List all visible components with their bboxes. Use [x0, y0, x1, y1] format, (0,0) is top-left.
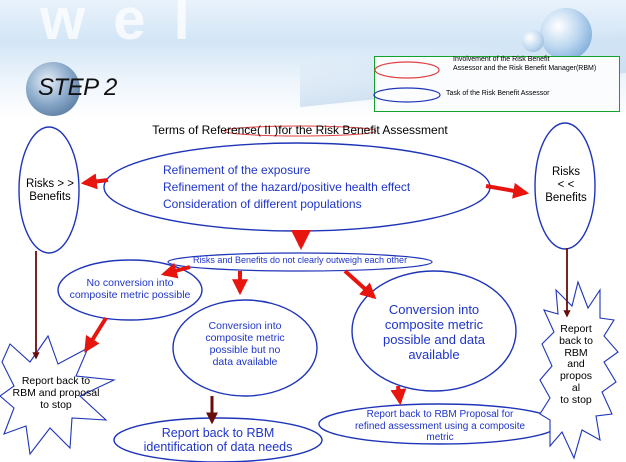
arrow-to-stop-left: [84, 316, 108, 353]
stop-burst-right: [539, 280, 619, 460]
conv-no-data-oval: [172, 299, 318, 397]
step-title: STEP 2: [38, 74, 117, 101]
refinement-line-3: Consideration of different populations: [163, 197, 362, 211]
report-stop-left-label: Report back to RBM and proposal to stop: [12, 375, 100, 412]
arrow-to-left: [80, 173, 109, 190]
conv-data-oval: [351, 270, 517, 392]
arrow-to-right: [485, 182, 530, 199]
legend-blue-oval: [373, 87, 441, 103]
refinement-line-1: Refinement of the exposure: [163, 163, 311, 177]
bubble-icon: [540, 8, 592, 60]
conv-no-data-label: Conversion into composite metric possibl…: [205, 320, 285, 369]
no-conversion-label: No conversion into composite metric poss…: [69, 277, 191, 302]
report-data-needs-label: Report back to RBM identification of dat…: [143, 426, 293, 455]
data-needs-oval: [113, 417, 323, 462]
terms-of-reference-label: Terms of Reference( II )for the Risk Ben…: [152, 123, 448, 137]
legend-red-oval: [374, 61, 440, 79]
outweigh-oval: [167, 252, 433, 272]
benefits-greater-label: Risks < < Benefits: [545, 166, 587, 205]
legend-box: [374, 56, 620, 112]
arrow-to-refined: [390, 385, 407, 406]
risks-greater-oval: [18, 126, 80, 254]
terms-oval: [223, 125, 377, 137]
refinement-line-2: Refinement of the hazard/positive health…: [163, 180, 411, 194]
step-badge-circle: [26, 62, 80, 116]
legend-involvement-text: Involvement of the Risk Benefit Assessor…: [453, 56, 597, 72]
bubble-icon: [522, 30, 544, 52]
benefits-greater-oval: [534, 122, 596, 250]
legend-task-text: Task of the Risk Benefit Assessor: [446, 90, 550, 97]
report-refined-label: Report back to RBM Proposal for refined …: [354, 409, 526, 443]
arrow-to-conv-data: [343, 269, 377, 300]
report-stop-right-label: Report back to RBM and propos al to stop: [559, 323, 593, 406]
conv-data-label: Conversion into composite metric possibl…: [383, 302, 485, 362]
banner-watermark: w e l: [40, 0, 196, 52]
outweigh-label: Risks and Benefits do not clearly outwei…: [192, 255, 408, 265]
arrow-to-no-conversion: [160, 262, 191, 279]
stop-burst-left: [0, 334, 117, 456]
risks-greater-label: Risks > > Benefits: [26, 178, 74, 204]
